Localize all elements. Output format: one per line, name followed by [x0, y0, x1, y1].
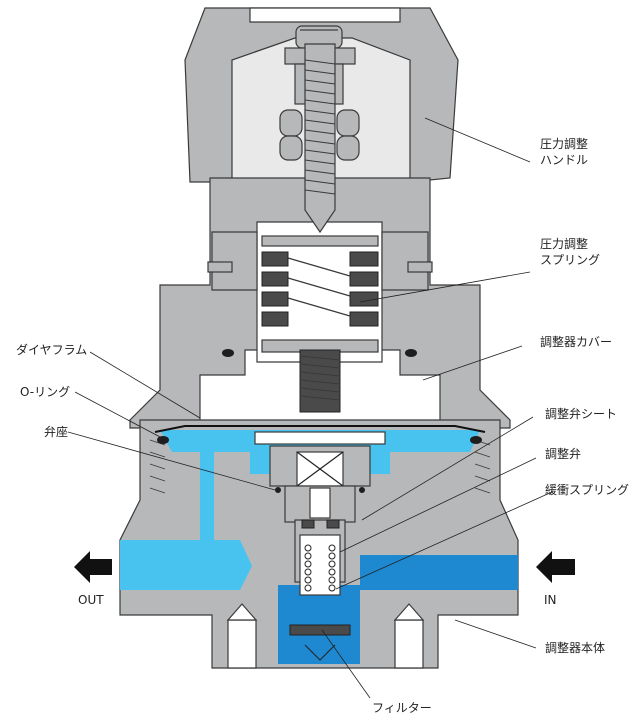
label-handle-line2: ハンドル: [540, 153, 588, 167]
pressure-adjust-spring: [261, 235, 379, 353]
label-diaphragm: ダイヤフラム: [16, 342, 87, 357]
label-handle-line1: 圧力調整: [540, 136, 588, 151]
label-body: 調整器本体: [545, 640, 605, 655]
in-arrow-icon: [536, 551, 575, 583]
label-valve: 調整弁: [545, 446, 581, 461]
label-valve-seat: 弁座: [44, 424, 68, 439]
label-out: OUT: [78, 593, 104, 607]
label-buffer-spring: 緩衝スプリング: [545, 483, 629, 497]
label-cover: 調整器カバー: [540, 334, 612, 349]
label-in: IN: [544, 593, 557, 607]
label-valve-seat-sheet: 調整弁シート: [545, 406, 617, 421]
out-arrow-icon: [74, 551, 112, 583]
label-spring-line2: スプリング: [540, 253, 600, 267]
adjusting-screw: [299, 43, 341, 413]
label-spring-line1: 圧力調整: [540, 236, 588, 251]
buffer-spring: [304, 544, 336, 592]
label-filter: フィルター: [372, 701, 432, 715]
o-rings: [157, 349, 482, 493]
leader-lines: [67, 117, 553, 699]
valve-assembly: [254, 431, 386, 661]
label-o-ring: O-リング: [20, 385, 70, 399]
filter-element: [289, 624, 351, 636]
